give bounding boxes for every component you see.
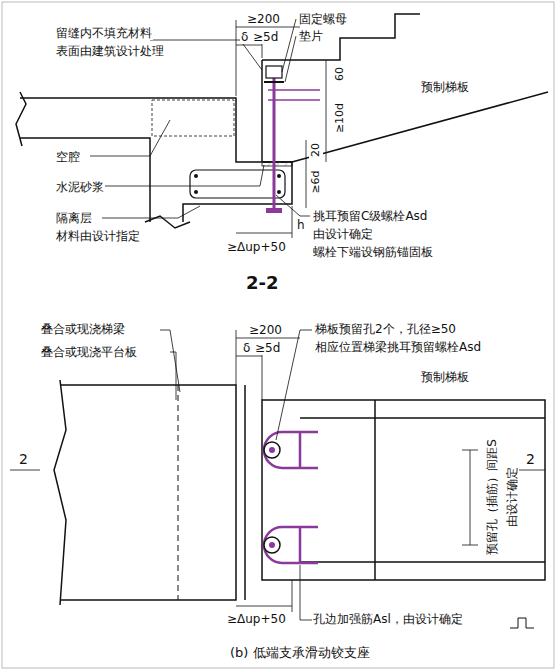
annotation-label: 2 [525, 452, 536, 466]
annotation-label: ≥5d [254, 341, 281, 355]
ear-rebar [190, 170, 285, 198]
precast-slab-section [262, 14, 548, 162]
rebar-dots [194, 174, 281, 194]
annotation-label: 叠合或现浇平台板 [40, 345, 138, 359]
dimensions-plan [10, 330, 545, 620]
annotation-label: 由设计确定 [312, 227, 374, 241]
annotation-label: 60 [333, 66, 347, 82]
annotation-label: 20 [309, 142, 323, 158]
annotation-label: 相应位置梯梁挑耳预留螺栓Asd [314, 340, 482, 354]
annotation-label: 挑耳预留C级螺栓Asd [312, 209, 428, 223]
annotation-label: ≥10d [333, 102, 347, 134]
annotation-label: 螺栓下端设钢筋锚固板 [312, 245, 434, 259]
annotation-label: 表面由建筑设计处理 [55, 44, 165, 58]
annotation-label: 固定螺母 [298, 12, 348, 26]
annotation-label: 预留孔（插筋）间距S [485, 438, 499, 556]
beam-section [16, 92, 292, 228]
section-title: 2-2 [246, 272, 279, 293]
annotation-label: 水泥砂浆 [55, 180, 105, 194]
annotation-label: 材料由设计指定 [55, 229, 141, 243]
figure-caption: (b) 低端支承滑动铰支座 [230, 644, 370, 662]
annotation-label: 由设计确定 [505, 466, 519, 528]
annotation-label: h [296, 218, 306, 232]
annotation-label: ≥200 [246, 12, 281, 26]
annotation-label: 隔离层 [55, 211, 93, 225]
mortar-layer [262, 162, 292, 166]
annotation-label: 预制梯板 [420, 370, 470, 384]
annotation-label: ≥Δup+50 [226, 612, 287, 626]
annotation-label: ≥5d [252, 30, 279, 44]
holes-and-bars [264, 432, 318, 563]
annotation-label: 空腔 [55, 150, 81, 164]
annotation-label: ≥6d [309, 169, 323, 194]
beam-plan [54, 380, 245, 605]
annotation-label: ≥200 [248, 323, 283, 337]
annotation-label: 垫片 [298, 29, 324, 43]
annotation-label: 孔边加强筋Asl，由设计确定 [312, 612, 464, 626]
annotation-label: ≥Δup+50 [226, 240, 287, 254]
hidden-edge [178, 385, 179, 600]
annotation-label: 叠合或现浇梯梁 [40, 322, 126, 336]
annotation-label: δ [240, 30, 249, 44]
annotation-label: 留缝内不填充材料 [55, 26, 153, 40]
annotation-label: δ [242, 341, 251, 355]
annotation-label: 梯板预留孔2个，孔径≥50 [314, 322, 457, 336]
slab-plan [262, 400, 545, 580]
bar-symbol [510, 618, 534, 628]
annotation-label: 2 [18, 452, 29, 466]
annotation-label: 预制梯板 [420, 80, 470, 94]
